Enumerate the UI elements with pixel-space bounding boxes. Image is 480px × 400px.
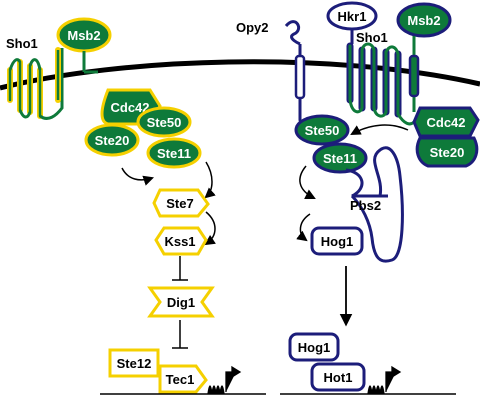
hog1-nuclear: Hog1 (288, 332, 340, 362)
svg-text:Ste11: Ste11 (323, 151, 357, 166)
opy2-label: Opy2 (236, 20, 269, 35)
arrow-ste11-to-ste7 (204, 161, 216, 199)
svg-text:Kss1: Kss1 (164, 234, 195, 249)
cdc42-right: Cdc42 (412, 106, 480, 138)
svg-text:Cdc42: Cdc42 (426, 115, 465, 130)
svg-text:Ste12: Ste12 (117, 356, 152, 371)
svg-text:Hkr1: Hkr1 (338, 9, 367, 24)
svg-text:Hot1: Hot1 (324, 370, 353, 385)
ste50-left: Ste50 (136, 106, 192, 138)
svg-text:Msb2: Msb2 (407, 13, 440, 28)
svg-text:Ste11: Ste11 (157, 146, 191, 161)
svg-text:Cdc42: Cdc42 (110, 100, 149, 115)
svg-text:Ste20: Ste20 (95, 133, 130, 148)
msb2-right: Msb2 (396, 2, 452, 112)
svg-text:Ste7: Ste7 (166, 196, 193, 211)
sho1-right-label: Sho1 (356, 30, 388, 45)
transcription-start-left (207, 365, 242, 395)
ste11-right: Ste11 (312, 142, 368, 174)
opy2-tm (294, 54, 306, 100)
svg-text:Tec1: Tec1 (166, 372, 195, 387)
left-pathway: Sho1 Msb2 Cdc42 Ste20 Ste50 Ste11 (6, 17, 266, 395)
hkr1-node: Hkr1 (326, 1, 378, 44)
svg-text:Ste50: Ste50 (147, 115, 182, 130)
dig1-node: Dig1 (147, 286, 215, 318)
hog1-cytoplasm: Hog1 (310, 226, 364, 256)
right-pathway: Opy2 Hkr1 Sho1 Msb2 C (236, 1, 480, 395)
kss1-node: Kss1 (154, 226, 208, 256)
ste12-node: Ste12 (108, 348, 160, 378)
plasma-membrane (0, 59, 480, 91)
svg-text:Msb2: Msb2 (67, 28, 100, 43)
sho1-left-helices (7, 47, 64, 120)
tec1-node: Tec1 (158, 364, 208, 394)
ste7-node: Ste7 (152, 188, 210, 218)
ste20-right: Ste20 (415, 136, 479, 168)
ste20-left: Ste20 (84, 123, 140, 157)
ste11-left: Ste11 (146, 137, 202, 169)
arrow-ste20-to-ste7 (121, 167, 154, 186)
svg-text:Hog1: Hog1 (321, 234, 354, 249)
ste50-right: Ste50 (294, 114, 350, 146)
arrow-ste11-to-pbs2 (299, 165, 316, 199)
arrow-ste20-to-ste11-right (350, 124, 409, 136)
pbs2-scaffold (345, 146, 404, 263)
transcription-start-right (367, 365, 402, 395)
hot1-node: Hot1 (310, 362, 366, 392)
inhibit-dig1-tec1 (172, 320, 188, 349)
sho1-left-label: Sho1 (6, 36, 38, 51)
pbs2-label: Pbs2 (350, 198, 381, 213)
arrow-pbs2-to-hog1 (296, 213, 311, 242)
inhibit-kss1-dig1 (172, 256, 188, 281)
arrow-ste7-to-kss1 (204, 211, 216, 246)
svg-text:Ste50: Ste50 (305, 123, 340, 138)
svg-text:Dig1: Dig1 (167, 295, 195, 310)
svg-text:Ste20: Ste20 (430, 145, 465, 160)
sho1-right-helices (346, 42, 416, 126)
svg-text:Hog1: Hog1 (298, 340, 331, 355)
msb2-left: Msb2 (56, 17, 112, 74)
